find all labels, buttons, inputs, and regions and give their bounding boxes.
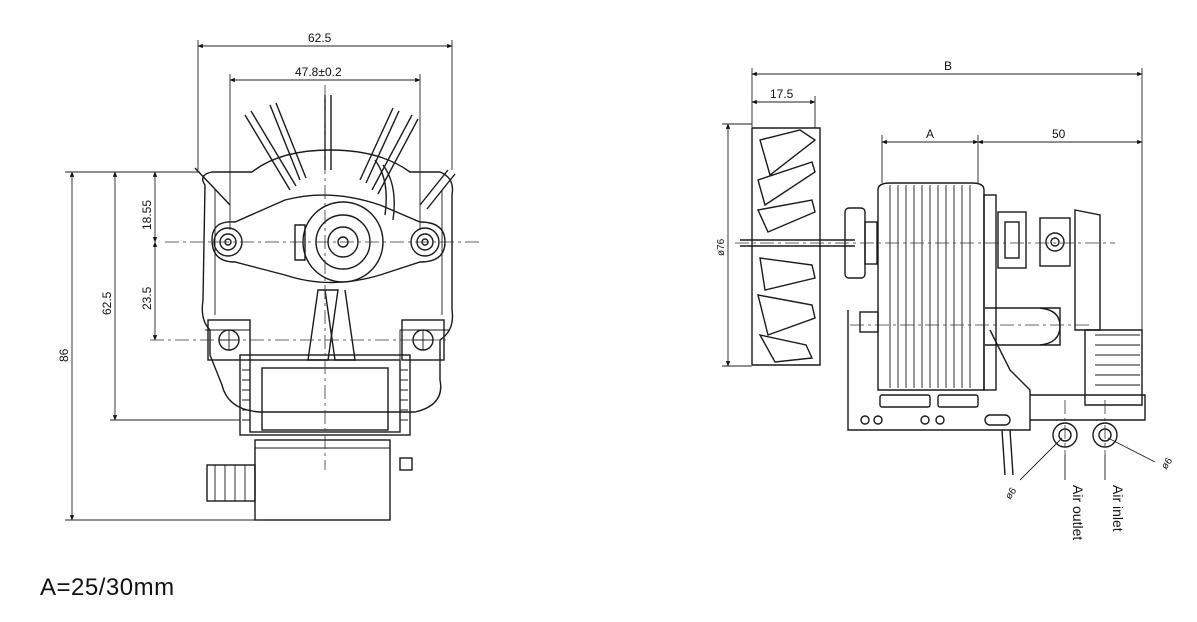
air-outlet-label: Air outlet [1070, 485, 1086, 540]
dim-rear-length: 50 [1052, 127, 1066, 141]
dim-overall-length: B [944, 59, 952, 73]
fan-side [740, 127, 855, 366]
air-inlet-label: Air inlet [1110, 485, 1126, 532]
front-view: 62.5 47.8±0.2 18.55 23.5 62.5 86 [57, 31, 480, 521]
side-view: B 17.5 A 50 ø76 ø6 ø6 Air outlet Air inl… [716, 59, 1175, 540]
stack-length-note: A=25/30mm [40, 574, 175, 601]
dim-stack-length: A [926, 127, 934, 141]
dim-overall-height: 86 [57, 348, 71, 362]
stator-stack [877, 182, 997, 391]
dim-top-offset: 18.55 [140, 200, 154, 230]
dim-overall-width: 62.5 [308, 31, 332, 45]
air-inlet-port [1092, 422, 1118, 448]
dim-mid-offset: 23.5 [140, 286, 154, 310]
dim-mount-width: 47.8±0.2 [295, 65, 342, 79]
bracket-outline [201, 149, 454, 413]
dim-port-left: ø6 [1003, 485, 1019, 501]
dim-fan-diameter: ø76 [716, 238, 727, 256]
dim-mount-height: 62.5 [100, 291, 114, 315]
air-outlet-port [1052, 422, 1078, 448]
coil [206, 354, 413, 521]
dim-fan-width: 17.5 [770, 87, 794, 101]
dim-port-right: ø6 [1159, 455, 1175, 471]
